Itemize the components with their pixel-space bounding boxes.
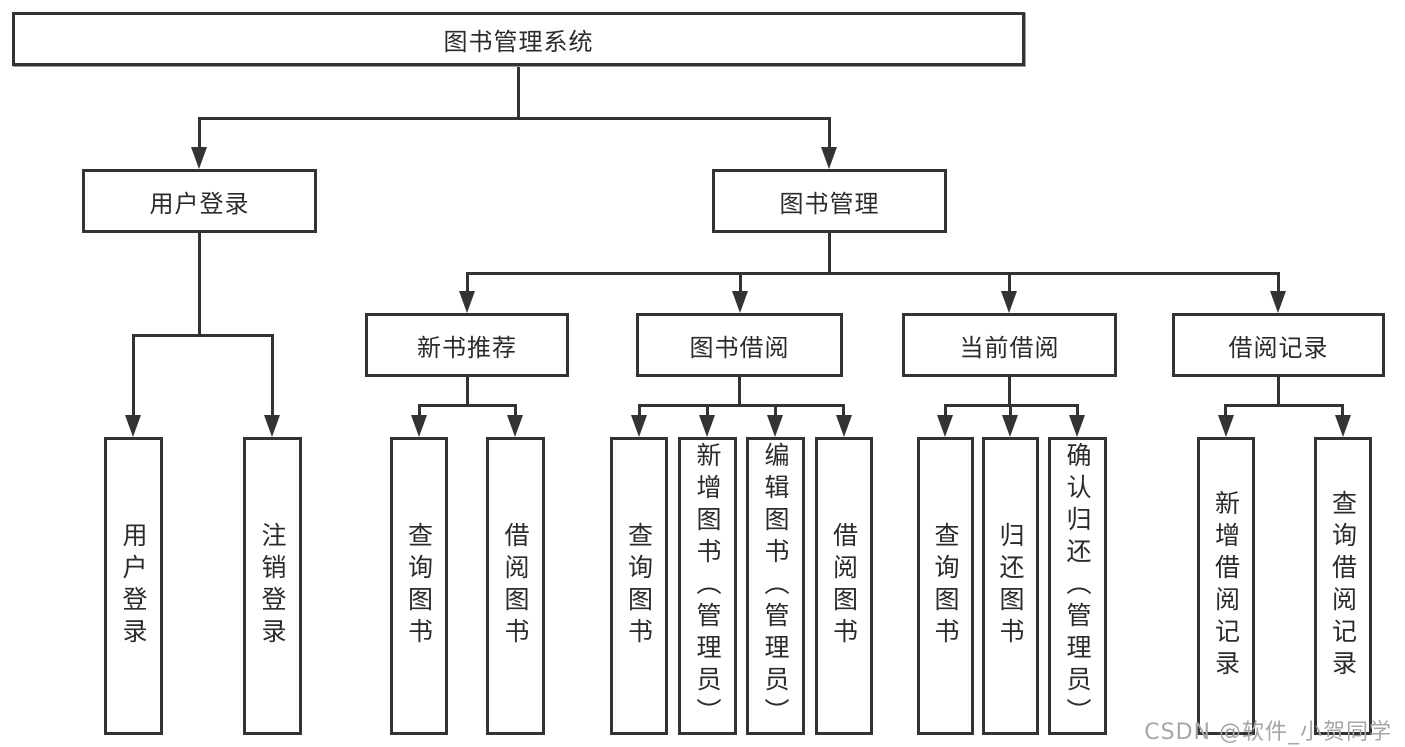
connector-stub-new-book xyxy=(466,272,469,293)
node-user-login-branch: 用户登录 xyxy=(82,169,317,233)
connector-g2-vertical xyxy=(738,377,741,406)
arrowhead-leaf-user-login xyxy=(125,415,141,437)
connector-g4-stub-1 xyxy=(1224,404,1227,417)
leaf-return-books: 归还图书 xyxy=(982,437,1039,735)
arrowhead-g2-leaf-2 xyxy=(699,415,715,437)
arrowhead-user-login xyxy=(191,147,207,169)
leaf-query-borrow-record: 查询借阅记录 xyxy=(1314,437,1372,735)
connector-g1-vertical xyxy=(466,377,469,406)
connector-g1-stub-1 xyxy=(418,404,421,417)
arrowhead-book-management xyxy=(821,147,837,169)
connector-g4-horizontal xyxy=(1224,404,1344,407)
connector-stub-current-borrow xyxy=(1008,272,1011,293)
connector-g3-vertical xyxy=(1008,377,1011,406)
connector-g1-stub-2 xyxy=(514,404,517,417)
arrowhead-g3-leaf-1 xyxy=(937,415,953,437)
connector-root-horizontal xyxy=(199,117,831,120)
watermark: CSDN @软件_小贺同学 xyxy=(1144,720,1392,745)
arrowhead-g2-leaf-1 xyxy=(631,415,647,437)
leaf-edit-books-admin: 编辑图书（管理员） xyxy=(746,437,805,735)
arrowhead-g3-leaf-3 xyxy=(1069,415,1085,437)
connector-g3-stub-3 xyxy=(1076,404,1079,417)
connector-g4-stub-2 xyxy=(1341,404,1344,417)
leaf-user-login: 用户登录 xyxy=(104,437,163,735)
connector-g2-stub-2 xyxy=(706,404,709,417)
arrowhead-g2-leaf-3 xyxy=(767,415,783,437)
connector-g1-horizontal xyxy=(418,404,517,407)
connector-g4-vertical xyxy=(1277,377,1280,406)
arrowhead-g4-leaf-2 xyxy=(1335,415,1351,437)
connector-bookmgmt-horizontal xyxy=(466,272,1279,275)
arrowhead-leaf-logout xyxy=(264,415,280,437)
connector-g3-stub-2 xyxy=(1009,404,1012,417)
leaf-query-books-borrowing: 查询图书 xyxy=(610,437,668,735)
arrowhead-book-borrow xyxy=(732,291,748,313)
connector-stub-leaf-logout xyxy=(271,334,274,417)
connector-bookmgmt-vertical xyxy=(828,233,831,274)
node-new-book-recommendation: 新书推荐 xyxy=(365,313,569,377)
connector-g2-horizontal xyxy=(638,404,845,407)
connector-userlogin-vertical xyxy=(198,233,201,336)
node-borrowing-records: 借阅记录 xyxy=(1172,313,1385,377)
arrowhead-g3-leaf-2 xyxy=(1002,415,1018,437)
node-current-borrowing: 当前借阅 xyxy=(902,313,1117,377)
connector-stub-book-management xyxy=(828,117,831,150)
arrowhead-current-borrow xyxy=(1001,291,1017,313)
arrowhead-g1-leaf-2 xyxy=(507,415,523,437)
node-root-library-management-system: 图书管理系统 xyxy=(12,12,1025,66)
leaf-logout: 注销登录 xyxy=(243,437,302,735)
connector-stub-user-login xyxy=(198,117,201,150)
connector-stub-book-borrow xyxy=(739,272,742,293)
connector-stub-borrow-records xyxy=(1277,272,1280,293)
connector-g2-stub-1 xyxy=(638,404,641,417)
connector-g2-stub-3 xyxy=(774,404,777,417)
node-book-borrowing: 图书借阅 xyxy=(636,313,843,377)
leaf-add-books-admin: 新增图书（管理员） xyxy=(678,437,737,735)
connector-g3-stub-1 xyxy=(944,404,947,417)
connector-root-vertical xyxy=(517,66,520,118)
arrowhead-g4-leaf-1 xyxy=(1218,415,1234,437)
arrowhead-new-book xyxy=(459,291,475,313)
arrowhead-borrow-records xyxy=(1270,291,1286,313)
arrowhead-g1-leaf-1 xyxy=(411,415,427,437)
leaf-borrow-books-recommend: 借阅图书 xyxy=(486,437,545,735)
leaf-query-books-recommend: 查询图书 xyxy=(390,437,448,735)
leaf-add-borrow-record: 新增借阅记录 xyxy=(1197,437,1255,735)
arrowhead-g2-leaf-4 xyxy=(836,415,852,437)
connector-g2-stub-4 xyxy=(842,404,845,417)
leaf-confirm-return-admin: 确认归还（管理员） xyxy=(1048,437,1107,735)
node-book-management-branch: 图书管理 xyxy=(712,169,947,233)
leaf-query-books-current: 查询图书 xyxy=(917,437,974,735)
connector-stub-leaf-user-login xyxy=(132,334,135,417)
connector-userlogin-horizontal xyxy=(132,334,274,337)
leaf-borrow-books-borrowing: 借阅图书 xyxy=(815,437,873,735)
